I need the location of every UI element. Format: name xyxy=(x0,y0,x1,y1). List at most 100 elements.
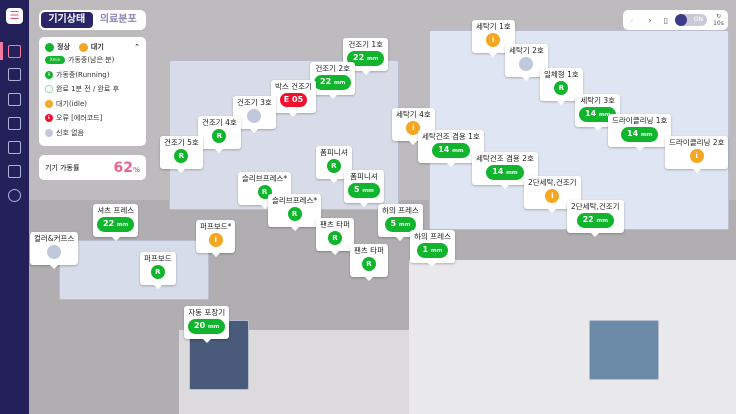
auto-toggle[interactable]: ON xyxy=(675,14,707,26)
machine-name: 건조기 2호 xyxy=(315,64,351,73)
status-badge: i xyxy=(689,149,704,163)
sidebar: ☰ xyxy=(0,0,29,414)
machine-name: 팬츠 타퍼 xyxy=(354,246,384,255)
view-controls: ‹ › ▯ ON ↻10s xyxy=(623,10,728,30)
utilization-label: 기기 가동률 xyxy=(45,163,80,172)
legend-label: 가동중(Running) xyxy=(56,70,110,79)
prev-button[interactable]: ‹ xyxy=(630,15,634,25)
machine-callout[interactable]: 퍼프보드*i xyxy=(196,220,236,257)
legend-item: 완료 1분 전 / 완료 후 xyxy=(45,82,140,97)
menu-button[interactable]: ☰ xyxy=(6,8,23,24)
status-badge: 22 mm xyxy=(576,213,614,228)
machine-callout[interactable]: 하의 프레스 5 mm xyxy=(378,204,423,241)
machine-callout[interactable]: 팬츠 타퍼 R xyxy=(350,244,388,281)
machine-name: 자동 포장기 xyxy=(188,308,226,317)
machine-callout[interactable]: 슬리브프레스*R xyxy=(268,194,322,231)
machine-callout[interactable]: 컬러&커프스 xyxy=(30,232,79,269)
split-view-icon[interactable]: ▯ xyxy=(663,15,669,25)
status-badge: 14 mm xyxy=(621,127,659,142)
chart-icon[interactable] xyxy=(8,117,21,130)
report-icon[interactable] xyxy=(8,165,21,178)
status-badge: 14 mm xyxy=(486,165,524,180)
refresh-icon: ↻ xyxy=(715,13,722,20)
shirt-icon[interactable] xyxy=(8,93,21,106)
status-badge: 14 mm xyxy=(432,143,470,158)
machine-name: 세탁기 3호 xyxy=(580,96,616,105)
status-badge: R xyxy=(361,257,376,271)
machine-name: 컬러&커프스 xyxy=(34,234,75,243)
machine-name: 건조기 1호 xyxy=(348,40,384,49)
status-badge: 22 mm xyxy=(314,75,352,90)
legend-normal-label: 정상 xyxy=(57,43,70,51)
view-tabs: 기기상태 의료분포 xyxy=(39,10,146,30)
machine-callout[interactable]: 일체형 1호 R xyxy=(540,68,583,105)
status-badge: 5 mm xyxy=(384,217,417,232)
next-button[interactable]: › xyxy=(648,15,652,25)
utilization-value: 62% xyxy=(113,159,141,176)
status-badge: E 05 xyxy=(279,93,308,107)
collapse-chevron-icon[interactable]: ⌃ xyxy=(134,43,140,51)
status-badge: i xyxy=(545,189,560,203)
normal-dot xyxy=(45,42,54,52)
gear-icon[interactable] xyxy=(8,189,21,202)
status-badge xyxy=(247,109,262,123)
machine-callout[interactable]: 2단세탁,건조기 22 mm xyxy=(567,200,624,237)
machine-name: 퍼프보드* xyxy=(200,222,232,231)
legend-badge xyxy=(45,128,53,137)
tab-device-status[interactable]: 기기상태 xyxy=(41,12,93,28)
status-badge: R xyxy=(287,207,302,221)
legend-badge: R xyxy=(45,70,53,79)
machine-name: 하의 프레스 xyxy=(382,206,419,215)
standby-dot xyxy=(78,42,88,52)
status-badge: R xyxy=(327,231,342,245)
legend-label: 가동중(남은 분) xyxy=(68,56,115,65)
machine-name: 2단세탁,건조기 xyxy=(571,202,620,211)
status-badge: R xyxy=(174,149,189,163)
status-badge: R xyxy=(326,159,341,173)
machine-name: 세탁기 4호 xyxy=(396,110,431,119)
refresh-button[interactable]: ↻10s xyxy=(713,13,724,27)
washer-icon[interactable] xyxy=(8,68,21,81)
machine-name: 일체형 1호 xyxy=(544,70,579,79)
status-badge: i xyxy=(406,121,421,135)
machine-callout[interactable]: 박스 건조기 E 05 xyxy=(271,80,316,117)
status-badge: 14 mm xyxy=(579,107,617,122)
status-badge: 5 mm xyxy=(348,183,380,198)
machine-name: 드라이클리닝 1호 xyxy=(612,116,668,125)
legend-label: 대기(idle) xyxy=(56,99,87,108)
status-badge xyxy=(519,57,534,71)
machine-callout[interactable]: 슬리브프레스*R xyxy=(238,172,292,209)
machine-name: 슬리브프레스* xyxy=(242,174,288,183)
machine-name: 세탁건조 겸용 2호 xyxy=(476,154,534,163)
machine-callout[interactable]: 드라이클리닝 2호 i xyxy=(665,136,729,173)
machine-callout[interactable]: 드라이클리닝 1호 14 mm xyxy=(608,114,672,151)
legend-label: 완료 1분 전 / 완료 후 xyxy=(56,85,120,94)
machine-callout[interactable]: 건조기 2호 22 mm xyxy=(310,62,356,99)
status-badge: R xyxy=(554,81,569,95)
legend-badge: E xyxy=(45,114,53,123)
status-badge: i xyxy=(486,33,501,47)
tab-clothing-distribution[interactable]: 의료분포 xyxy=(99,14,137,25)
machine-name: 셔츠 프레스 xyxy=(97,206,135,215)
machine-callout[interactable]: 건조기 3호 xyxy=(233,96,276,133)
legend-item: 신호 없음 xyxy=(45,126,140,141)
machine-name: 박스 건조기 xyxy=(275,82,312,91)
machine-name: 드라이클리닝 2호 xyxy=(669,138,725,147)
layout-icon[interactable] xyxy=(8,141,21,154)
machine-callout[interactable]: 세탁기 4호 i xyxy=(392,108,435,145)
home-icon[interactable] xyxy=(8,45,21,58)
legend-label: 신호 없음 xyxy=(56,128,84,137)
